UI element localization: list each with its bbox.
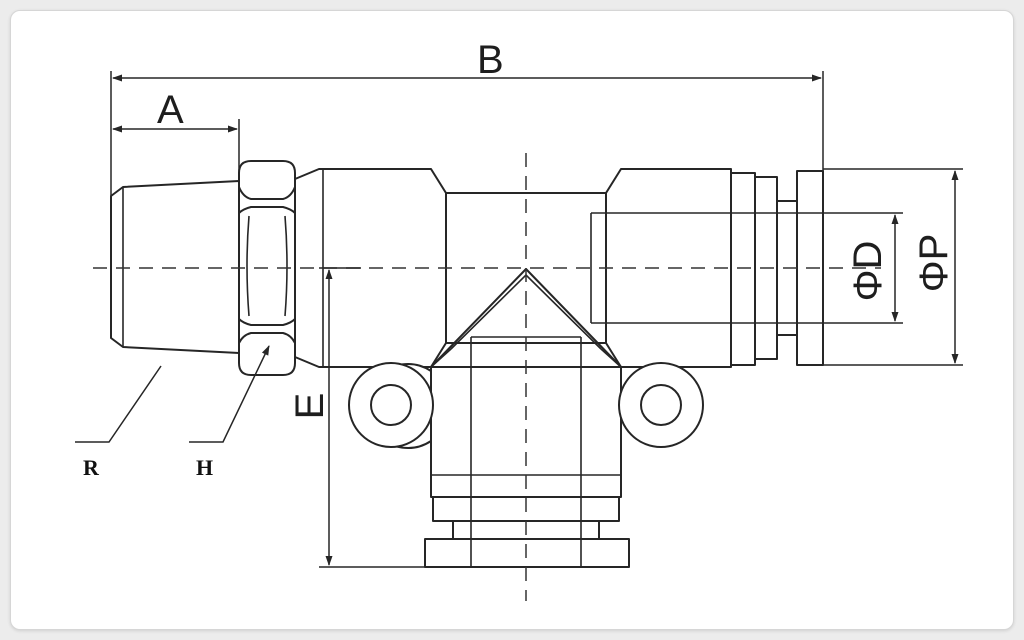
dimension-p [823, 168, 963, 366]
label-r: R [83, 455, 100, 480]
leader-h [189, 345, 270, 443]
tee-fitting-drawing: B A ΦD ΦP E R [75, 38, 963, 601]
leader-r [75, 365, 162, 443]
dimension-d [731, 212, 903, 324]
label-b: B [477, 38, 504, 82]
drawing-card: B A ΦD ΦP E R [10, 10, 1014, 630]
label-phi-p: ΦP [912, 234, 956, 293]
label-h: H [196, 455, 213, 480]
mounting-lug-right [618, 362, 704, 448]
label-phi-d: ΦD [846, 241, 890, 302]
label-a: A [157, 88, 184, 132]
dimension-a [112, 119, 240, 176]
mounting-lug-left [348, 362, 434, 449]
label-e: E [288, 393, 332, 420]
dimension-e [319, 267, 431, 568]
threaded-end [110, 180, 240, 354]
dimension-b [110, 71, 824, 229]
